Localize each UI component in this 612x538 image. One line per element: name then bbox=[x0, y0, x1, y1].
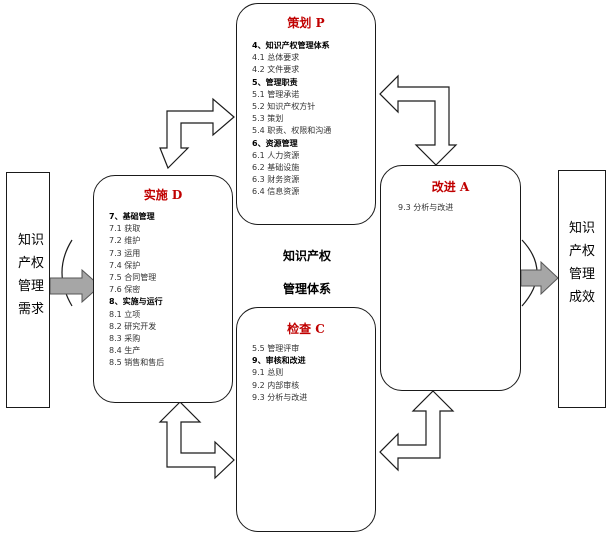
outcome-line: 成效 bbox=[569, 286, 595, 309]
outcome-line: 产权 bbox=[569, 240, 595, 263]
check-item: 9.2 内部审核 bbox=[252, 380, 307, 392]
plan-item: 6.2 基础设施 bbox=[252, 162, 331, 174]
requirement-label: 知识 产权 管理 需求 bbox=[18, 229, 44, 321]
do-item: 8.3 采购 bbox=[109, 333, 164, 345]
do-items: 7、基础管理7.1 获取7.2 维护7.3 运用7.4 保护7.5 合同管理7.… bbox=[109, 211, 164, 370]
act-items: 9.3 分析与改进 bbox=[398, 202, 453, 214]
left-arc bbox=[62, 240, 72, 306]
output-arrow bbox=[521, 262, 558, 294]
do-item: 7.2 维护 bbox=[109, 235, 164, 247]
requirement-line: 需求 bbox=[18, 298, 44, 321]
plan-item: 4.2 文件要求 bbox=[252, 64, 331, 76]
plan-box: 策划 P 4、知识产权管理体系4.1 总体要求4.2 文件要求5、管理职责5.1… bbox=[236, 3, 376, 225]
check-item: 9.1 总则 bbox=[252, 367, 307, 379]
plan-item: 5.2 知识产权方针 bbox=[252, 101, 331, 113]
requirement-line: 产权 bbox=[18, 252, 44, 275]
outcome-box: 知识 产权 管理 成效 bbox=[558, 170, 606, 408]
elbow-arrow-plan-to-act bbox=[380, 76, 456, 165]
do-box: 实施 D 7、基础管理7.1 获取7.2 维护7.3 运用7.4 保护7.5 合… bbox=[93, 175, 233, 403]
requirement-box: 知识 产权 管理 需求 bbox=[6, 172, 50, 408]
act-box: 改进 A 9.3 分析与改进 bbox=[380, 165, 521, 391]
elbow-arrow-act-to-check bbox=[380, 391, 453, 470]
plan-item: 4.1 总体要求 bbox=[252, 52, 331, 64]
check-title: 检查 C bbox=[237, 320, 375, 337]
plan-item: 5.3 策划 bbox=[252, 113, 331, 125]
plan-item: 6.3 财务资源 bbox=[252, 174, 331, 186]
check-item: 9、审核和改进 bbox=[252, 355, 307, 367]
do-item: 8.5 销售和售后 bbox=[109, 357, 164, 369]
do-item: 7.5 合同管理 bbox=[109, 272, 164, 284]
center-label: 知识产权 管理体系 bbox=[262, 247, 352, 297]
plan-item: 5.1 管理承诺 bbox=[252, 89, 331, 101]
elbow-arrow-plan-to-do bbox=[160, 99, 234, 168]
requirement-line: 管理 bbox=[18, 275, 44, 298]
plan-item: 5.4 职责、权限和沟通 bbox=[252, 125, 331, 137]
center-line-2: 管理体系 bbox=[262, 280, 352, 297]
act-item: 9.3 分析与改进 bbox=[398, 202, 453, 214]
plan-item: 6.4 信息资源 bbox=[252, 186, 331, 198]
elbow-arrow-check-to-do bbox=[160, 402, 234, 478]
do-item: 7.1 获取 bbox=[109, 223, 164, 235]
do-item: 8.2 研究开发 bbox=[109, 321, 164, 333]
do-item: 7.3 运用 bbox=[109, 248, 164, 260]
plan-title: 策划 P bbox=[237, 14, 375, 31]
plan-item: 6.1 人力资源 bbox=[252, 150, 331, 162]
outcome-label: 知识 产权 管理 成效 bbox=[569, 217, 595, 309]
plan-items: 4、知识产权管理体系4.1 总体要求4.2 文件要求5、管理职责5.1 管理承诺… bbox=[252, 40, 331, 199]
plan-item: 5、管理职责 bbox=[252, 77, 331, 89]
plan-item: 6、资源管理 bbox=[252, 138, 331, 150]
do-item: 8.4 生产 bbox=[109, 345, 164, 357]
check-items: 5.5 管理评审9、审核和改进9.1 总则9.2 内部审核9.3 分析与改进 bbox=[252, 343, 307, 404]
check-item: 5.5 管理评审 bbox=[252, 343, 307, 355]
outcome-line: 知识 bbox=[569, 217, 595, 240]
check-box: 检查 C 5.5 管理评审9、审核和改进9.1 总则9.2 内部审核9.3 分析… bbox=[236, 307, 376, 532]
act-title: 改进 A bbox=[381, 178, 520, 195]
check-item: 9.3 分析与改进 bbox=[252, 392, 307, 404]
do-item: 7.6 保密 bbox=[109, 284, 164, 296]
outcome-line: 管理 bbox=[569, 263, 595, 286]
do-item: 8、实施与运行 bbox=[109, 296, 164, 308]
requirement-line: 知识 bbox=[18, 229, 44, 252]
do-title: 实施 D bbox=[94, 186, 232, 203]
do-item: 7.4 保护 bbox=[109, 260, 164, 272]
center-line-1: 知识产权 bbox=[262, 247, 352, 264]
plan-item: 4、知识产权管理体系 bbox=[252, 40, 331, 52]
do-item: 8.1 立项 bbox=[109, 309, 164, 321]
do-item: 7、基础管理 bbox=[109, 211, 164, 223]
